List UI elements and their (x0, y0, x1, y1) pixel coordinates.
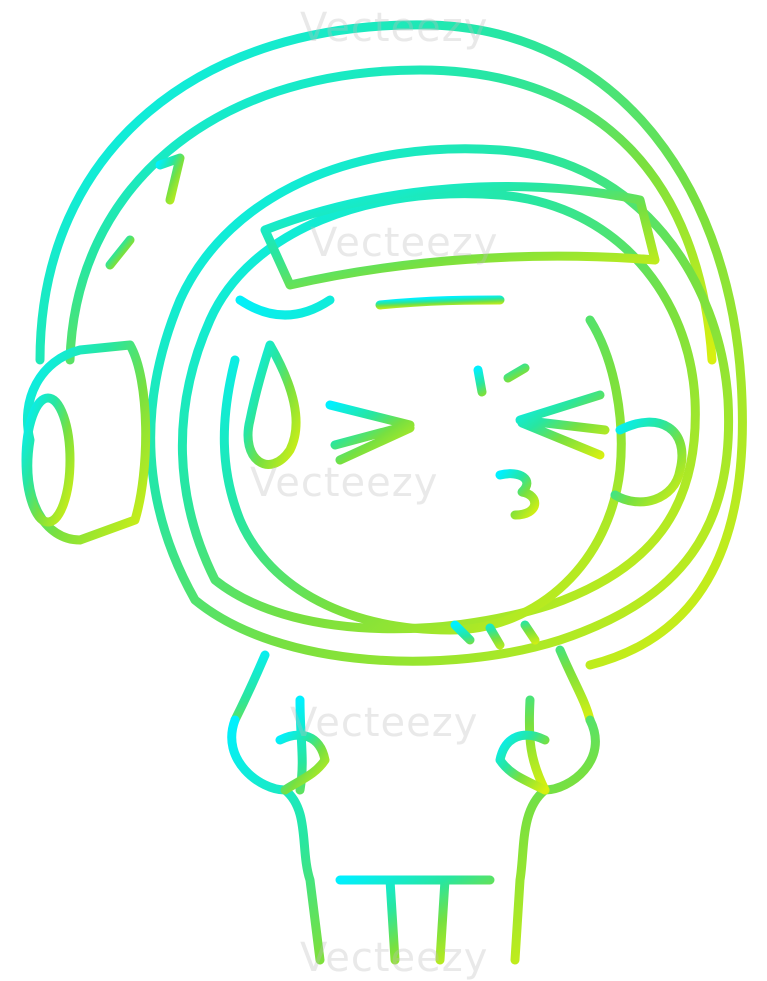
helmet-shell-inner (65, 65, 717, 365)
right-hand (495, 730, 550, 795)
face-ear (610, 417, 687, 507)
right-eye (515, 390, 610, 460)
left-hand (275, 730, 330, 795)
body (227, 715, 600, 965)
ear-speaker-cap (21, 393, 75, 527)
mouth (495, 469, 540, 520)
legs (335, 875, 495, 965)
visor-outline (146, 144, 734, 666)
left-eye (325, 400, 415, 465)
helmet-outer (35, 20, 747, 670)
ear-speaker (22, 340, 151, 545)
face (219, 295, 626, 635)
visor-inner (177, 189, 700, 634)
sweat-drop (243, 340, 301, 469)
hair-line (375, 295, 505, 310)
visor-band (260, 182, 660, 290)
